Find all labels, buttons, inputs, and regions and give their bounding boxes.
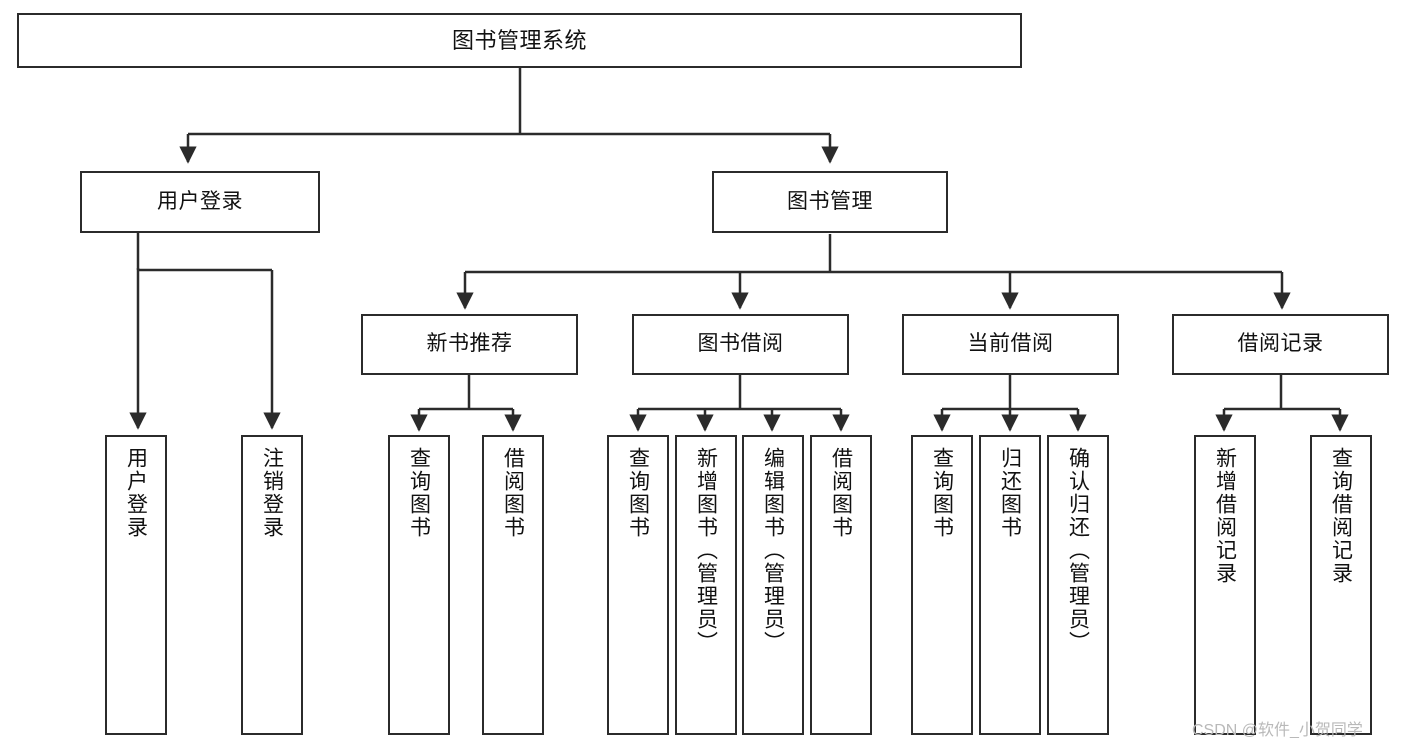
node-label: 注销登录 [260,447,284,539]
leaf-current-borrow-return-book[interactable]: 归还图书 [979,435,1041,735]
leaf-current-borrow-confirm-return-admin[interactable]: 确认归还（管理员） [1047,435,1109,735]
leaf-current-borrow-query-book[interactable]: 查询图书 [911,435,973,735]
node-label: 借阅图书 [829,447,853,539]
node-label: 确认归还（管理员） [1066,447,1090,654]
node-label: 当前借阅 [967,332,1054,356]
node-user-login[interactable]: 用户登录 [80,171,320,233]
leaf-book-borrow-borrow-book[interactable]: 借阅图书 [810,435,872,735]
leaf-borrow-record-add-record[interactable]: 新增借阅记录 [1194,435,1256,735]
node-book-management[interactable]: 图书管理 [712,171,948,233]
node-label: 新增借阅记录 [1213,447,1237,585]
node-book-borrow[interactable]: 图书借阅 [632,314,849,375]
node-label: 新书推荐 [426,332,513,356]
node-label: 图书借阅 [697,332,784,356]
node-root-book-management-system[interactable]: 图书管理系统 [17,13,1022,68]
node-label: 查询图书 [930,447,954,539]
node-new-book-recommend[interactable]: 新书推荐 [361,314,578,375]
node-label: 查询借阅记录 [1329,447,1353,585]
leaf-new-book-query-book[interactable]: 查询图书 [388,435,450,735]
node-label: 图书管理 [787,189,873,213]
node-label: 编辑图书（管理员） [761,447,785,654]
node-label: 新增图书（管理员） [694,447,718,654]
node-label: 借阅图书 [501,447,525,539]
node-label: 借阅记录 [1237,332,1324,356]
leaf-book-borrow-edit-book-admin[interactable]: 编辑图书（管理员） [742,435,804,735]
node-label: 用户登录 [157,189,243,213]
leaf-borrow-record-query-record[interactable]: 查询借阅记录 [1310,435,1372,735]
leaf-book-borrow-query-book[interactable]: 查询图书 [607,435,669,735]
leaf-user-login-signin[interactable]: 用户登录 [105,435,167,735]
leaf-user-login-signout[interactable]: 注销登录 [241,435,303,735]
node-borrow-record[interactable]: 借阅记录 [1172,314,1389,375]
node-label: 查询图书 [407,447,431,539]
node-current-borrow[interactable]: 当前借阅 [902,314,1119,375]
csdn-watermark: CSDN @软件_小贺同学 [1192,722,1363,739]
node-label: 用户登录 [124,447,148,539]
node-label: 查询图书 [626,447,650,539]
node-label: 归还图书 [998,447,1022,539]
node-label: 图书管理系统 [451,27,587,53]
leaf-book-borrow-add-book-admin[interactable]: 新增图书（管理员） [675,435,737,735]
leaf-new-book-borrow-book[interactable]: 借阅图书 [482,435,544,735]
